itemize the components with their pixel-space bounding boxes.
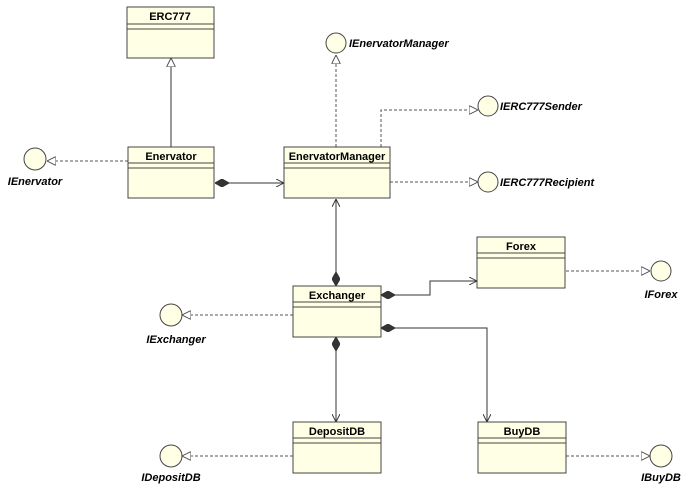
manager-realizes-ierc777sender-line (380, 110, 478, 147)
interface-ienervatormanager[interactable]: IEnervatorManager (325, 32, 449, 54)
class-enervator-manager[interactable]: EnervatorManager (283, 146, 391, 199)
class-depositdb[interactable]: DepositDB (292, 421, 382, 474)
interface-idepositdb[interactable]: IDepositDB (141, 444, 201, 484)
class-buydb[interactable]: BuyDB (477, 421, 567, 474)
interface-ibuydb-name: IBuyDB (641, 472, 681, 484)
interface-ierc777recipient[interactable]: IERC777Recipient (477, 171, 595, 193)
interface-ienervator-name: IEnervator (8, 176, 63, 188)
interface-ienervator[interactable]: IEnervator (8, 147, 63, 188)
class-exchanger[interactable]: Exchanger (292, 285, 382, 338)
class-buydb-name: BuyDB (504, 426, 541, 438)
class-enervator-manager-name: EnervatorManager (289, 151, 386, 163)
class-forex[interactable]: Forex (476, 236, 566, 289)
interface-ienervatormanager-name: IEnervatorManager (349, 38, 449, 50)
class-erc777-name: ERC777 (149, 11, 191, 23)
exchanger-composes-forex-line (381, 281, 477, 295)
class-erc777[interactable]: ERC777 (126, 6, 215, 59)
class-depositdb-name: DepositDB (309, 426, 365, 438)
interface-iforex-name: IForex (644, 289, 678, 301)
class-enervator[interactable]: Enervator (127, 146, 215, 199)
interface-ierc777sender-name: IERC777Sender (500, 101, 583, 113)
interface-idepositdb-name: IDepositDB (141, 472, 200, 484)
exchanger-composes-buydb-line (381, 328, 487, 422)
interface-ierc777sender[interactable]: IERC777Sender (477, 95, 583, 117)
class-enervator-name: Enervator (145, 151, 197, 163)
interface-iexchanger[interactable]: IExchanger (146, 303, 206, 346)
interface-ibuydb[interactable]: IBuyDB (641, 444, 681, 484)
interface-ierc777recipient-name: IERC777Recipient (500, 177, 595, 189)
class-forex-name: Forex (506, 241, 537, 253)
interface-iexchanger-name: IExchanger (146, 334, 206, 346)
interface-iforex[interactable]: IForex (644, 260, 678, 301)
class-exchanger-name: Exchanger (309, 290, 366, 302)
